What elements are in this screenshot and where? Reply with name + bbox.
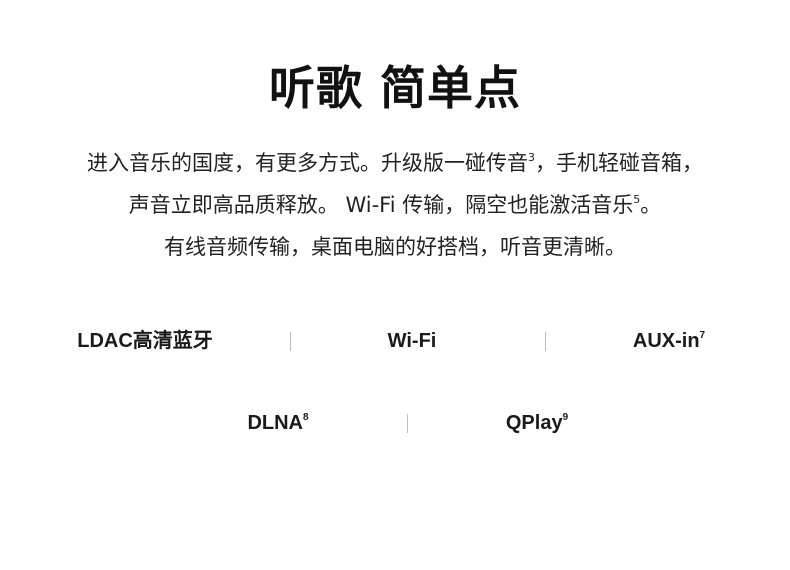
feature-row-1: LDAC高清蓝牙 Wi-Fi AUX-in7 <box>0 326 790 356</box>
footnote-marker: 5 <box>633 193 641 206</box>
description-text: 。 <box>640 193 662 217</box>
feature-label: DLNA <box>247 412 303 434</box>
footnote-marker: 9 <box>562 412 569 423</box>
feature-divider <box>290 332 291 351</box>
description-line-3: 有线音频传输，桌面电脑的好搭档，听音更清晰。 <box>164 235 626 259</box>
feature-row-2: DLNA8 QPlay9 <box>0 408 790 438</box>
feature-aux-in: AUX-in7 <box>633 326 705 356</box>
feature-label: QPlay <box>505 412 563 434</box>
feature-label: AUX-in <box>632 330 700 352</box>
feature-label: Wi-Fi <box>387 330 437 352</box>
feature-divider <box>545 332 546 351</box>
footnote-marker: 8 <box>302 412 309 423</box>
description: 进入音乐的国度，有更多方式。升级版一碰传音3，手机轻碰音箱， 声音立即高品质释放… <box>0 142 790 268</box>
description-line-1: 进入音乐的国度，有更多方式。升级版一碰传音3，手机轻碰音箱， <box>0 142 790 184</box>
feature-qplay: QPlay9 <box>506 408 568 438</box>
description-line-2: 声音立即高品质释放。 Wi-Fi 传输，隔空也能激活音乐5。 <box>0 184 790 226</box>
feature-dlna: DLNA8 <box>247 408 308 438</box>
feature-label: LDAC高清蓝牙 <box>77 330 213 352</box>
description-text: 声音立即高品质释放。 Wi-Fi 传输，隔空也能激活音乐 <box>128 193 634 217</box>
footnote-marker: 7 <box>699 330 706 341</box>
description-text: 进入音乐的国度，有更多方式。升级版一碰传音 <box>87 151 528 175</box>
page-title: 听歌 简单点 <box>268 61 521 115</box>
footnote-marker: 3 <box>528 151 535 164</box>
feature-wifi: Wi-Fi <box>388 326 437 356</box>
feature-ldac-bluetooth: LDAC高清蓝牙 <box>77 326 213 356</box>
description-text: ，手机轻碰音箱， <box>535 151 703 175</box>
feature-divider <box>407 414 408 433</box>
